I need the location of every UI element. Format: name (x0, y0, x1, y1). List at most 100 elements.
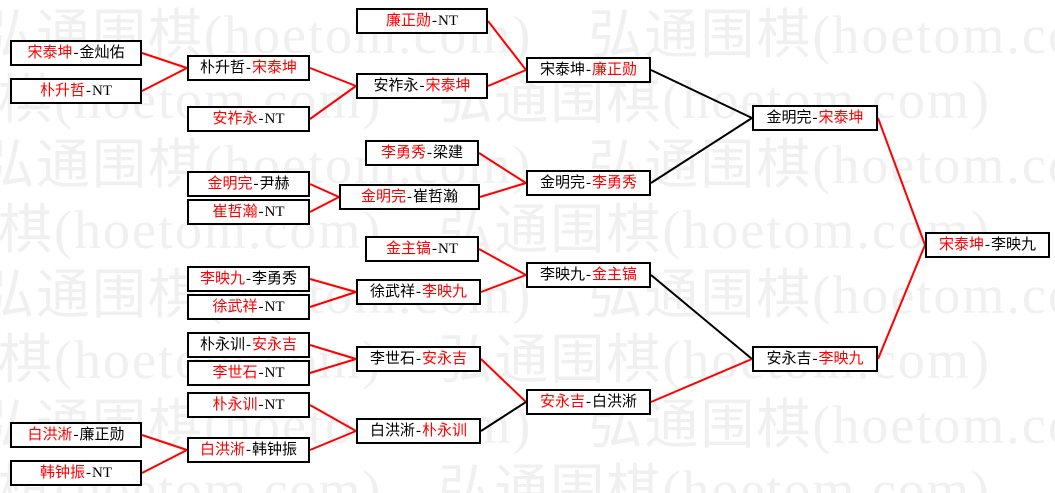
match-box[interactable]: 安永吉-白洪淅 (526, 389, 651, 415)
match-box[interactable]: 金主镐-NT (365, 236, 479, 262)
match-winner: 李映九 (199, 270, 245, 287)
match-loser: NT (264, 396, 285, 413)
match-box[interactable]: 李映九-金主镐 (526, 262, 651, 288)
match-separator: - (586, 393, 591, 410)
match-separator: - (258, 396, 264, 413)
match-box[interactable]: 宋泰坤-李映九 (925, 232, 1050, 258)
match-separator: - (416, 283, 421, 300)
match-winner: 廉正勋 (385, 12, 431, 29)
match-box[interactable]: 崔哲瀚-NT (187, 199, 310, 225)
match-separator: - (812, 109, 818, 126)
match-box[interactable]: 廉正勋-NT (356, 8, 488, 34)
match-loser: 崔哲瀚 (413, 188, 459, 205)
match-separator: - (432, 240, 437, 257)
match-box[interactable]: 徐武祥-NT (187, 294, 310, 320)
match-separator: - (73, 44, 79, 61)
match-box[interactable]: 金明完-崔哲瀚 (339, 184, 480, 210)
match-loser: 白洪淅 (369, 422, 415, 439)
match-box[interactable]: 李映九-李勇秀 (187, 266, 310, 292)
match-box[interactable]: 白洪淅-廉正勋 (10, 422, 142, 448)
match-winner: 宋泰坤 (252, 59, 298, 76)
match-loser: NT (264, 203, 285, 220)
match-box[interactable]: 朴永训-安永吉 (187, 332, 310, 358)
match-box[interactable]: 金明完-尹赫 (187, 171, 310, 197)
match-loser: 李勇秀 (252, 270, 298, 287)
match-box[interactable]: 宋泰坤-金灿佑 (10, 40, 142, 66)
match-box[interactable]: 朴升哲-宋泰坤 (187, 55, 310, 81)
match-box[interactable]: 金明完-宋泰坤 (752, 105, 878, 131)
match-separator: - (246, 59, 251, 76)
match-box[interactable]: 白洪淅-韩钟振 (187, 437, 310, 463)
match-separator: - (586, 61, 591, 78)
match-winner: 安永吉 (252, 336, 298, 353)
match-separator: - (258, 298, 264, 315)
match-separator: - (812, 350, 818, 367)
match-winner: 徐武祥 (212, 298, 258, 315)
match-loser: 金明完 (766, 109, 812, 126)
match-winner: 李映九 (422, 283, 468, 300)
match-winner: 韩钟振 (39, 464, 85, 481)
match-winner: 崔哲瀚 (212, 203, 258, 220)
match-loser: NT (92, 464, 112, 481)
match-winner: 金主镐 (385, 240, 431, 257)
match-winner: 朴升哲 (39, 82, 85, 99)
match-separator: - (985, 236, 990, 253)
match-separator: - (246, 270, 251, 287)
match-winner: 安永吉 (539, 393, 585, 410)
match-winner: 李映九 (818, 350, 864, 367)
match-loser: NT (264, 298, 285, 315)
match-loser: 李世石 (369, 350, 415, 367)
match-box[interactable]: 朴升哲-NT (10, 78, 142, 104)
match-box[interactable]: 徐武祥-李映九 (356, 279, 481, 305)
match-separator: - (427, 144, 432, 161)
match-winner: 宋泰坤 (27, 44, 73, 61)
match-winner: 安永吉 (422, 350, 468, 367)
match-loser: 安永吉 (766, 350, 812, 367)
match-loser: 金明完 (539, 174, 585, 191)
match-loser: 徐武祥 (369, 283, 415, 300)
match-separator: - (246, 336, 251, 353)
match-winner: 白洪淅 (199, 441, 245, 458)
match-loser: NT (264, 364, 285, 381)
match-separator: - (432, 12, 437, 29)
match-box[interactable]: 李世石-NT (187, 360, 310, 386)
match-winner: 朴永训 (212, 396, 258, 413)
match-separator: - (416, 350, 421, 367)
match-loser: 廉正勋 (79, 426, 125, 443)
match-loser: 尹赫 (259, 175, 290, 192)
match-separator: - (419, 77, 425, 94)
match-box[interactable]: 金明完-李勇秀 (526, 170, 651, 196)
match-loser: NT (264, 110, 285, 127)
match-winner: 金明完 (360, 188, 406, 205)
match-box[interactable]: 安祚永-宋泰坤 (356, 73, 488, 99)
match-winner: 白洪淅 (27, 426, 73, 443)
match-separator: - (416, 422, 421, 439)
match-box[interactable]: 朴永训-NT (187, 392, 310, 418)
match-box[interactable]: 韩钟振-NT (10, 460, 142, 486)
match-separator: - (586, 266, 591, 283)
match-separator: - (86, 82, 91, 99)
match-box[interactable]: 安祚永-NT (187, 106, 310, 132)
match-separator: - (86, 464, 91, 481)
match-loser: 韩钟振 (252, 441, 298, 458)
match-box[interactable]: 安永吉-李映九 (752, 346, 878, 372)
match-separator: - (407, 188, 412, 205)
match-loser: 金灿佑 (79, 44, 125, 61)
match-loser: 宋泰坤 (539, 61, 585, 78)
match-winner: 安祚永 (212, 110, 258, 127)
match-separator: - (586, 174, 591, 191)
match-winner: 宋泰坤 (818, 109, 864, 126)
match-winner: 李世石 (212, 364, 258, 381)
match-winner: 李勇秀 (380, 144, 426, 161)
match-winner: 金主镐 (592, 266, 638, 283)
match-winner: 朴永训 (422, 422, 468, 439)
match-loser: NT (92, 82, 112, 99)
match-box[interactable]: 白洪淅-朴永训 (356, 418, 481, 444)
match-winner: 金明完 (207, 175, 253, 192)
match-winner: 宋泰坤 (938, 236, 984, 253)
match-box[interactable]: 李勇秀-梁建 (365, 140, 479, 166)
match-box[interactable]: 宋泰坤-廉正勋 (526, 57, 651, 83)
match-box[interactable]: 李世石-安永吉 (356, 346, 481, 372)
